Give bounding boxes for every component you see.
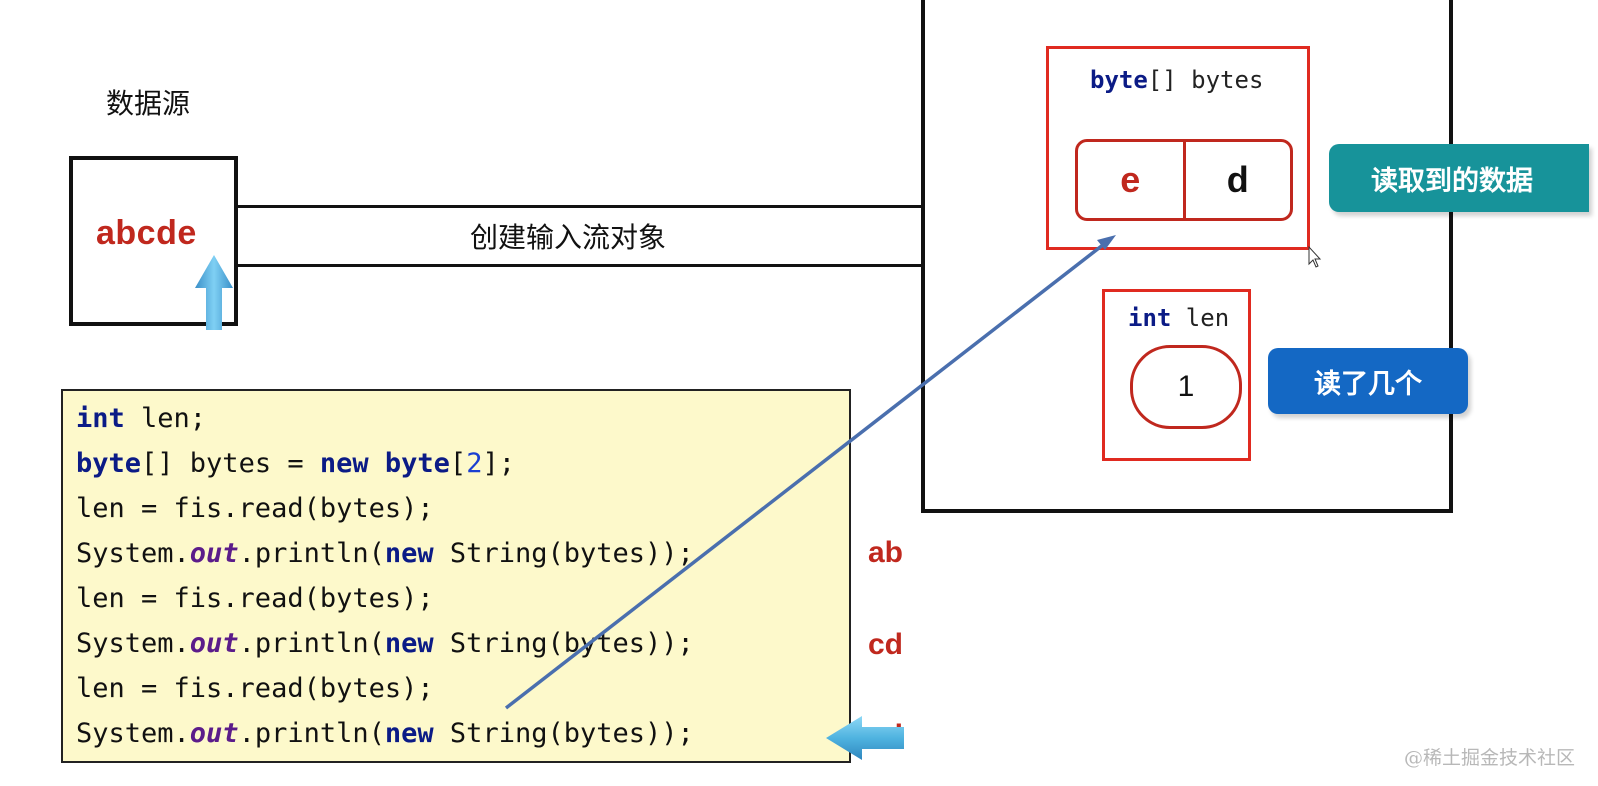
code-token: len = fis.read(bytes);	[76, 493, 434, 524]
code-token: System.	[76, 628, 190, 659]
code-token: .println(	[238, 628, 385, 659]
code-line: len = fis.read(bytes);	[76, 673, 434, 704]
code-token: out	[189, 718, 239, 749]
code-token: ];	[482, 448, 515, 479]
bytes-array-cells: e d	[1075, 139, 1293, 221]
data-source-content: abcde	[96, 214, 197, 252]
len-declaration-rest: len	[1171, 304, 1230, 332]
bytes-array-label: byte[] bytes	[1090, 66, 1263, 94]
bytes-cell-1: d	[1182, 142, 1291, 218]
data-read-callout: 读取到的数据	[1329, 144, 1589, 212]
current-line-arrow-icon	[826, 716, 904, 760]
code-token: String(bytes));	[433, 718, 694, 749]
code-line: len = fis.read(bytes);	[76, 583, 434, 614]
code-token: new	[384, 718, 434, 749]
code-panel	[61, 389, 851, 763]
len-value-oval: 1	[1130, 345, 1242, 429]
data-source-label: 数据源	[106, 87, 191, 120]
code-token: .println(	[238, 538, 385, 569]
code-line: byte[] bytes = new byte[2];	[76, 448, 515, 479]
code-line: len = fis.read(bytes);	[76, 493, 434, 524]
code-token: len;	[124, 403, 207, 434]
code-token: String(bytes));	[433, 628, 694, 659]
stream-pipe-label: 创建输入流对象	[470, 221, 667, 254]
code-line: int len;	[76, 403, 206, 434]
code-line: System.out.println(new String(bytes));	[76, 538, 694, 569]
code-token: System.	[76, 718, 190, 749]
watermark: @稀土掘金技术社区	[1404, 747, 1576, 769]
code-token: new	[384, 538, 434, 569]
code-token: new	[384, 628, 434, 659]
code-token: out	[189, 628, 239, 659]
code-token: [	[449, 448, 467, 479]
code-token: new	[319, 448, 369, 479]
code-line: System.out.println(new String(bytes));	[76, 628, 694, 659]
output-text: cd	[868, 628, 904, 661]
read-position-arrow-icon	[195, 255, 233, 330]
code-token: out	[189, 538, 239, 569]
code-token: [] bytes =	[141, 448, 320, 479]
len-variable-label: int len	[1128, 304, 1229, 332]
code-token: int	[76, 403, 125, 434]
connector-arrowhead-icon	[1097, 235, 1116, 250]
code-line: System.out.println(new String(bytes));	[76, 718, 694, 749]
bytes-declaration-rest: [] bytes	[1147, 66, 1264, 94]
code-token: len = fis.read(bytes);	[76, 673, 434, 704]
code-token: System.	[76, 538, 190, 569]
code-token: len = fis.read(bytes);	[76, 583, 434, 614]
code-token: String(bytes));	[433, 538, 694, 569]
code-token: 2	[466, 448, 483, 479]
stream-pipe-bottom-line	[234, 264, 924, 267]
code-token: byte	[384, 448, 450, 479]
code-token: .println(	[238, 718, 385, 749]
mouse-cursor-icon	[1308, 245, 1322, 268]
bytes-cell-0: e	[1120, 159, 1141, 200]
count-read-callout: 读了几个	[1268, 348, 1468, 414]
code-token: byte	[76, 448, 142, 479]
stream-pipe-top-line	[234, 205, 924, 208]
connector-line	[504, 239, 1110, 710]
len-type-keyword: int	[1128, 304, 1172, 332]
output-text: ab	[868, 536, 904, 569]
bytes-type-keyword: byte	[1090, 66, 1148, 94]
